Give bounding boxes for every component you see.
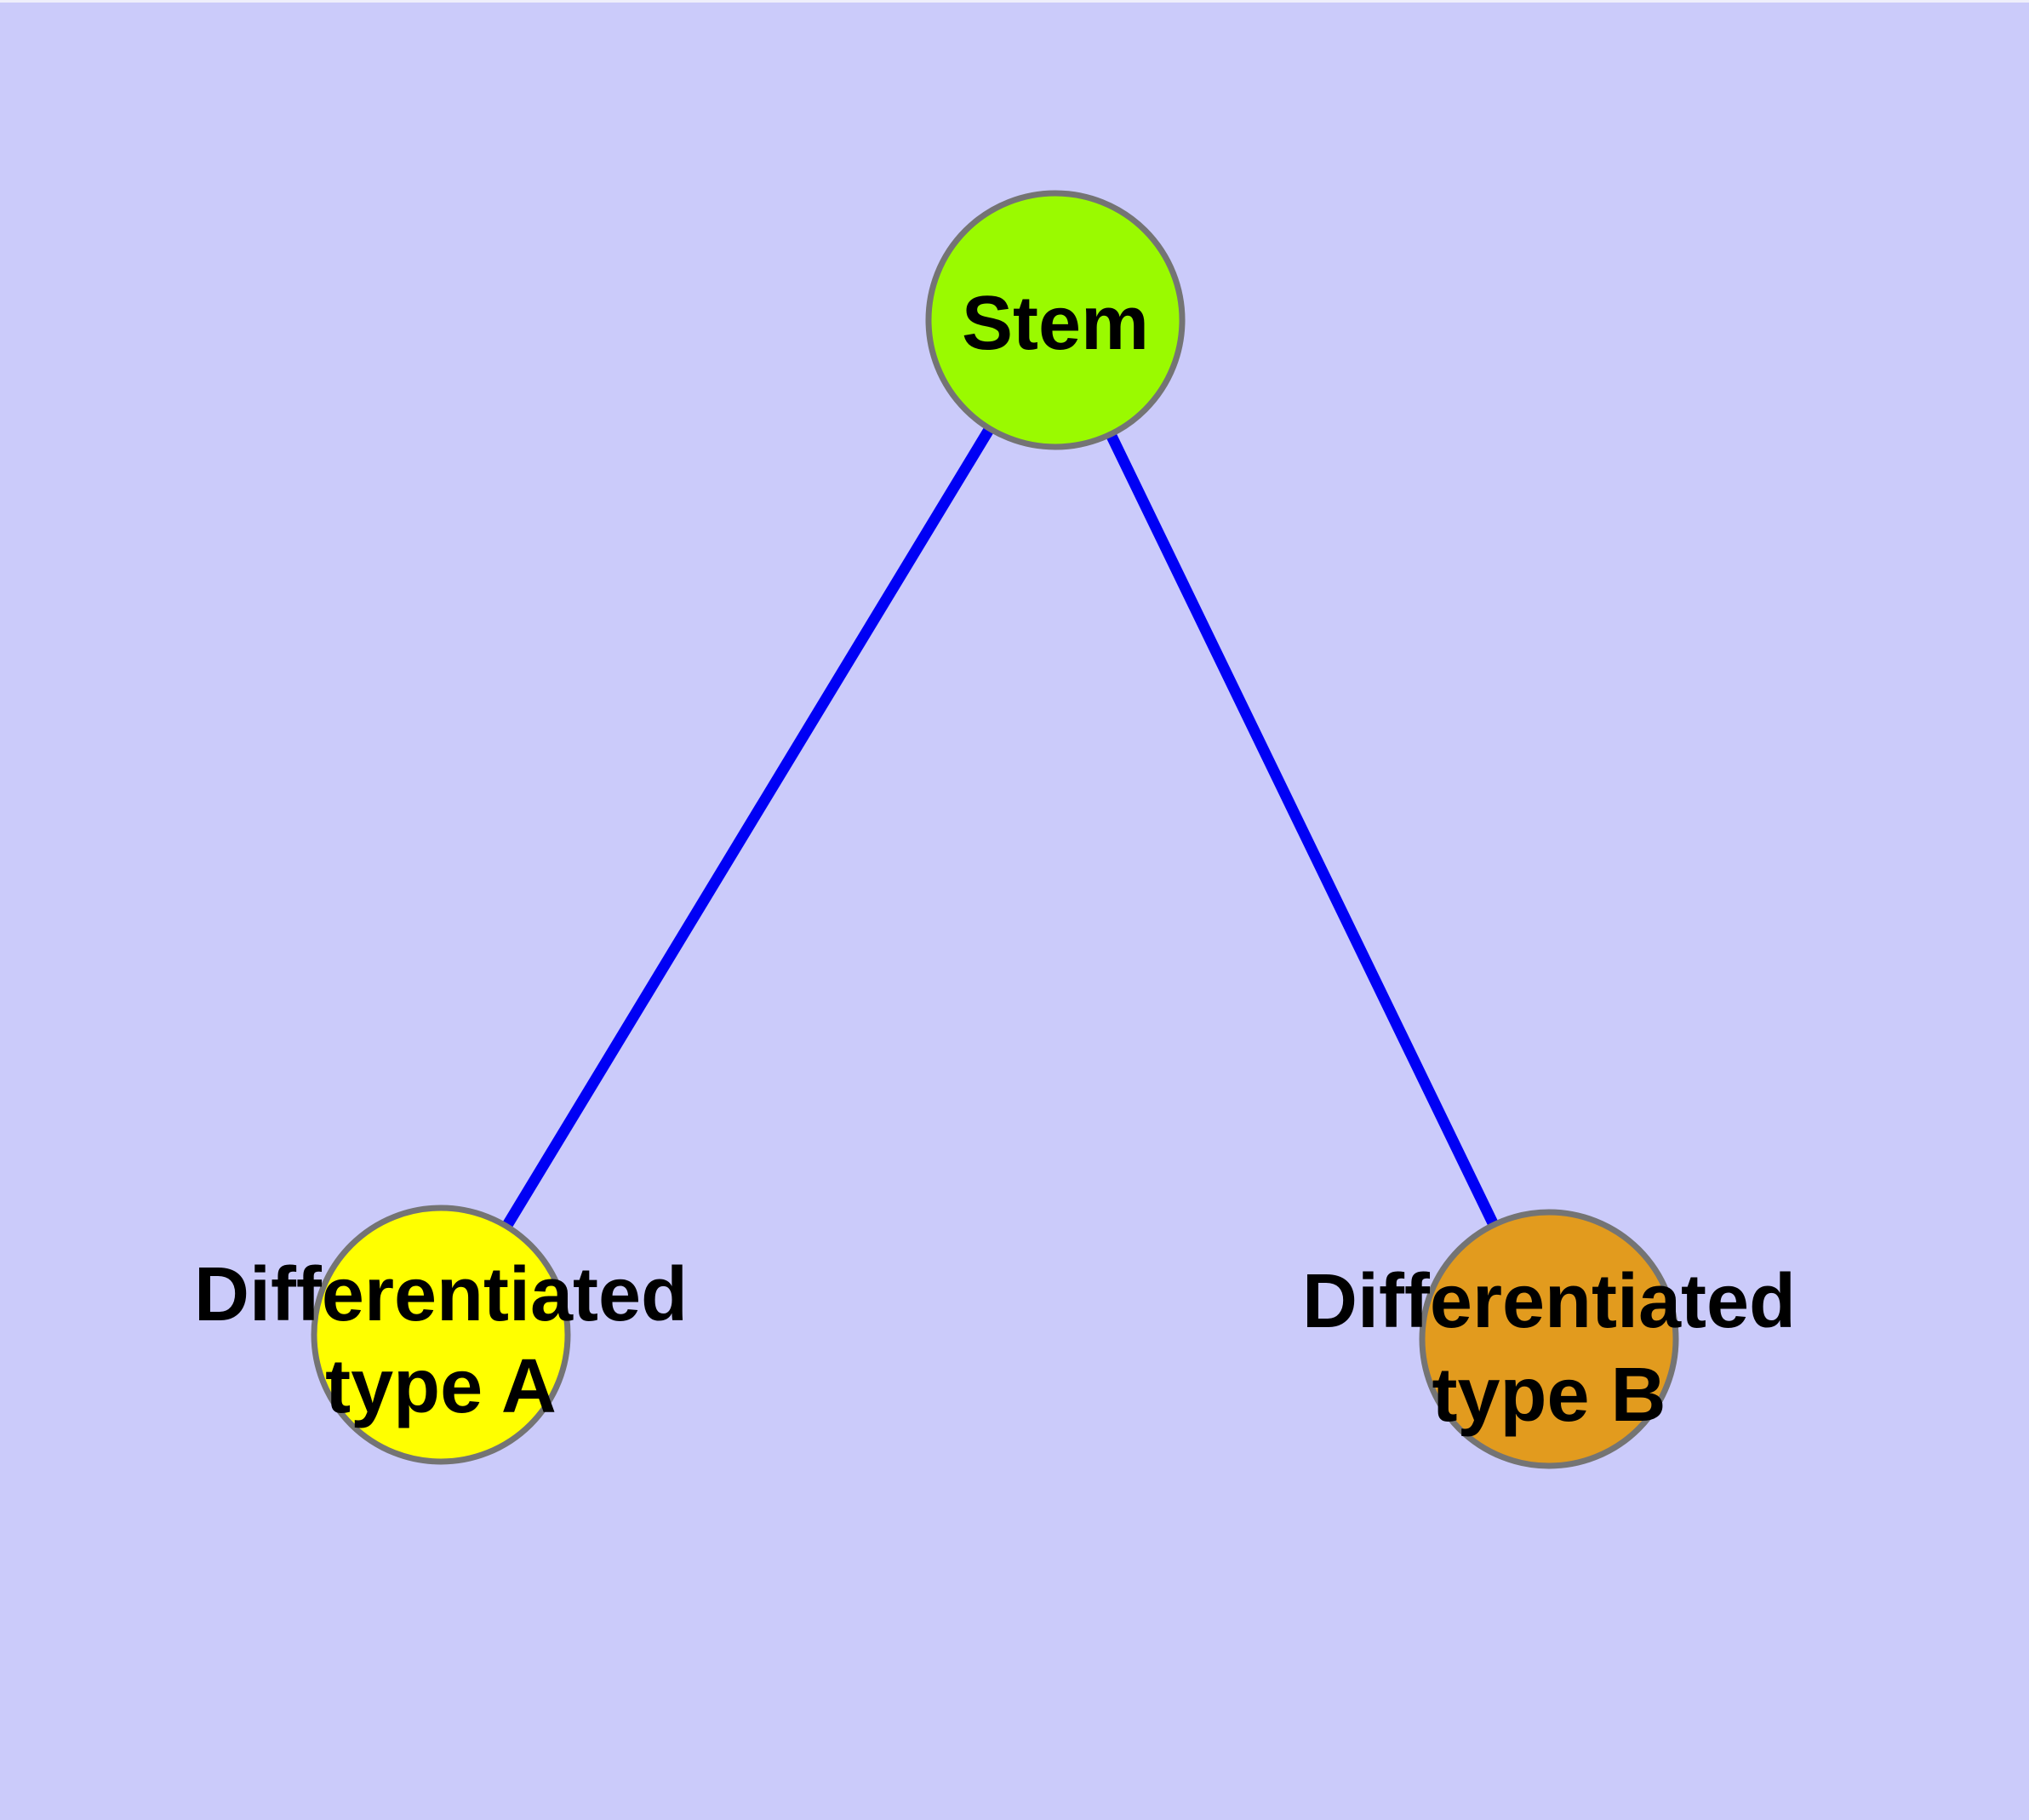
edge-stem-to-type-a xyxy=(436,317,1060,1338)
graph-svg: Stem Differentiated type A Differentiate… xyxy=(0,3,2029,1820)
node-type-a-label-line2: type A xyxy=(325,1344,557,1429)
node-type-a-circle xyxy=(311,1205,571,1465)
node-type-b-label-line2: type B xyxy=(1432,1353,1666,1438)
node-type-b-label-line1: Differentiated xyxy=(1302,1259,1796,1344)
node-stem-label: Stem xyxy=(962,281,1149,366)
edge-stem-to-type-b xyxy=(1050,318,1554,1342)
node-type-b-circle xyxy=(1419,1209,1679,1469)
node-type-a-label-line1: Differentiated xyxy=(194,1252,688,1337)
node-stem-circle xyxy=(925,190,1186,450)
